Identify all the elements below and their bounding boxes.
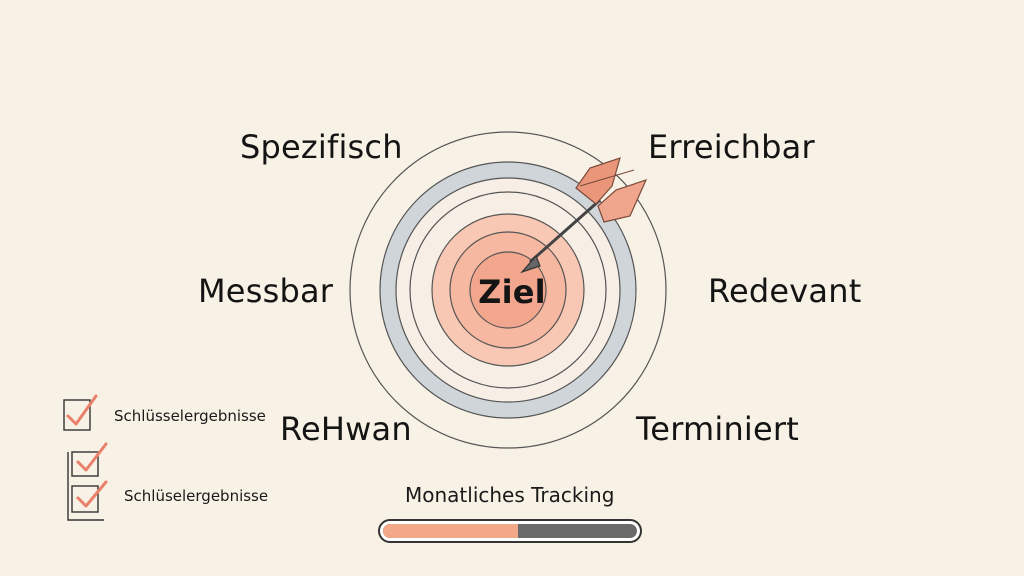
criterion-bottom-right: Terminiert [636,410,800,448]
arrow-head [520,254,541,274]
checklist-icons [63,394,108,521]
criterion-top-right: Erreichbar [648,128,815,166]
checkbox-1 [63,399,91,431]
check-mark-2 [76,442,108,472]
tracking-progress-track [383,524,637,538]
checklist-frame [67,452,104,521]
tracking-progress-fill [383,524,518,538]
criterion-mid-right: Redevant [708,272,862,310]
target-bullseye [469,251,547,329]
checklist-item-1-label: Schlüsselergebnisse [114,407,266,425]
criterion-bottom-left: ReHwan [280,410,412,448]
arrow-fletching-2 [597,179,648,223]
target-center-label: Ziel [478,273,546,311]
tracking-title: Monatliches Tracking [405,483,615,507]
arrow-fletch-line [579,169,635,187]
arrow-shaft [529,198,601,264]
checkbox-2 [71,451,99,477]
checklist-item-2-label: Schlüselergebnisse [124,487,269,505]
target-outer-ring [349,131,667,449]
checkbox-3 [71,485,99,513]
check-mark-1 [66,394,98,426]
criterion-top-left: Spezifisch [240,128,403,166]
criterion-mid-left: Messbar [198,272,334,310]
tracking-progress-bar [378,519,642,543]
check-mark-3 [76,480,108,508]
